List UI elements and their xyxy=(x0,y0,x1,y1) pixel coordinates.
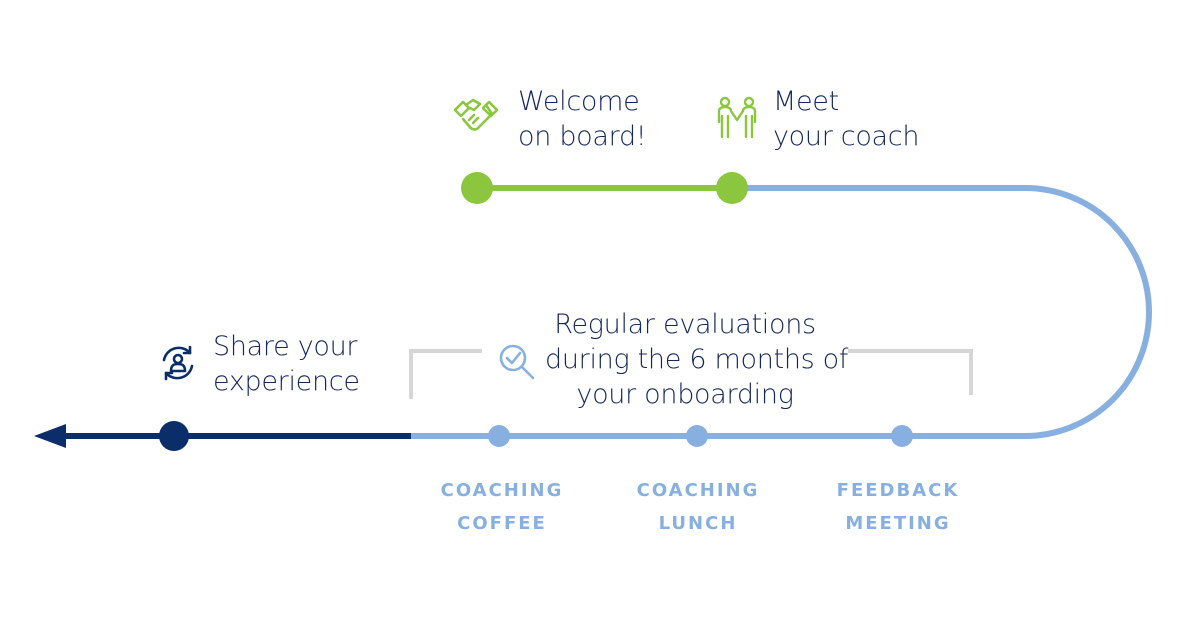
people-icon xyxy=(717,96,757,139)
milestone-coaching-coffee: COACHING COFFEE xyxy=(440,480,564,534)
node-meet-coach xyxy=(716,172,748,204)
share-label: Share your experience xyxy=(213,331,360,397)
node-welcome xyxy=(461,172,493,204)
node-share xyxy=(159,421,189,451)
user-cycle-icon xyxy=(162,345,194,381)
handshake-icon xyxy=(453,98,499,131)
evaluations-label: Regular evaluations during the 6 months … xyxy=(545,309,849,410)
light-blue-path xyxy=(411,185,1152,439)
node-coaching-lunch xyxy=(686,425,708,447)
magnifier-check-icon xyxy=(499,344,535,380)
milestone-feedback-meeting: FEEDBACK MEETING xyxy=(836,480,960,534)
meet-coach-label: Meet your coach xyxy=(773,86,920,152)
evaluation-bracket xyxy=(409,349,973,399)
welcome-label: Welcome on board! xyxy=(518,86,647,152)
arrow-head xyxy=(34,424,66,448)
node-coaching-coffee xyxy=(488,425,510,447)
node-feedback-meeting xyxy=(891,425,913,447)
milestone-coaching-lunch: COACHING LUNCH xyxy=(636,480,760,534)
